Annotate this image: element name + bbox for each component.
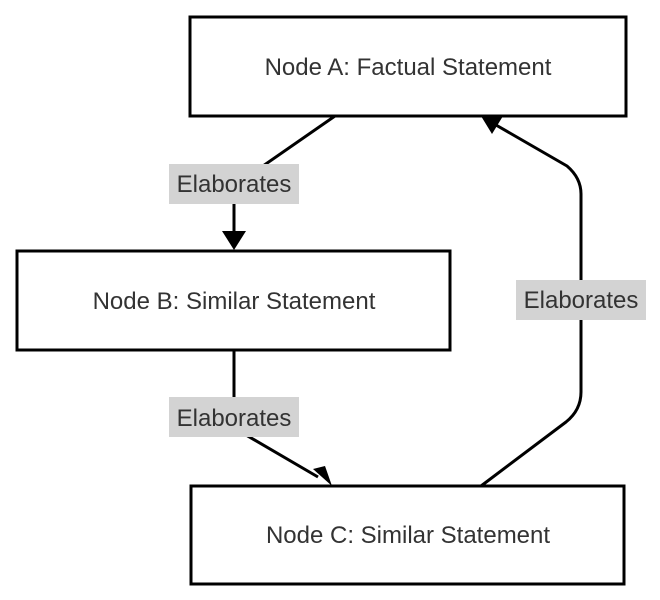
- node-a-label: Node A: Factual Statement: [265, 54, 552, 81]
- node-a-box: [188, 15, 628, 118]
- edge-b-to-c-arrowhead: [313, 466, 332, 486]
- edge-c-to-a: Elaborates: [480, 116, 646, 488]
- edge-a-to-b-arrowhead: [222, 231, 246, 250]
- node-b: Node B: Similar Statement: [15, 249, 452, 352]
- edge-b-to-c-label-bg: [169, 397, 299, 437]
- node-b-box: [15, 249, 452, 352]
- edge-b-to-c: Elaborates: [169, 350, 332, 486]
- edge-a-to-b: Elaborates: [169, 114, 336, 250]
- edge-b-to-c-label-text: Elaborates: [177, 405, 292, 432]
- node-c-label: Node C: Similar Statement: [266, 522, 550, 549]
- edge-c-to-a-label-bg: [516, 280, 646, 320]
- edge-a-to-b-label-text: Elaborates: [177, 171, 292, 198]
- node-c: Node C: Similar Statement: [189, 484, 626, 586]
- edge-a-to-b-label-bg: [169, 164, 299, 204]
- edge-c-to-a-label-text: Elaborates: [524, 287, 639, 314]
- node-c-box: [189, 484, 626, 586]
- edge-a-to-b-label: Elaborates: [169, 164, 299, 204]
- edge-b-to-c-label: Elaborates: [169, 397, 299, 437]
- edge-c-to-a-label: Elaborates: [516, 280, 646, 320]
- node-b-label: Node B: Similar Statement: [93, 288, 376, 315]
- edge-c-to-a-arrowhead: [481, 116, 503, 134]
- node-a: Node A: Factual Statement: [188, 15, 628, 118]
